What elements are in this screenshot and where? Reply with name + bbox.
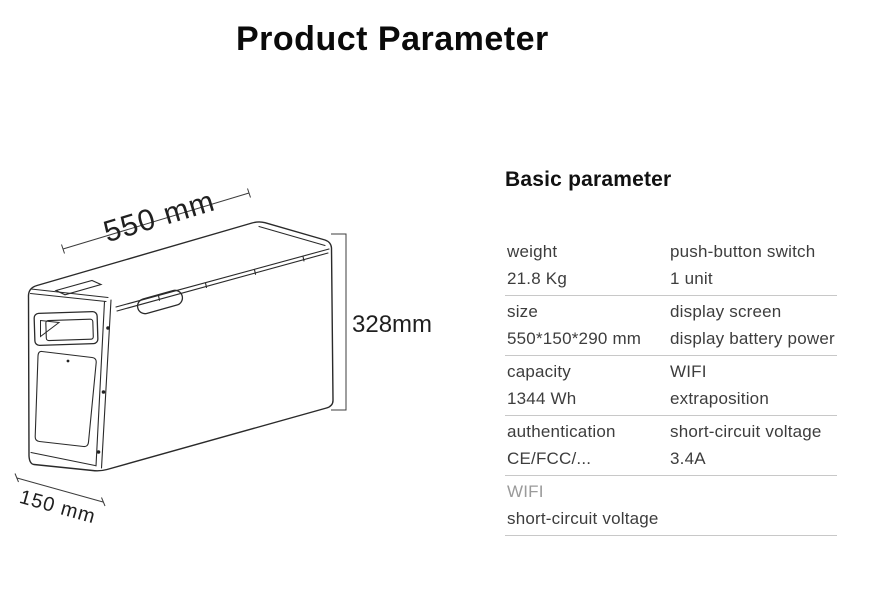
- param-value: display battery power: [670, 329, 835, 348]
- param-value: short-circuit voltage: [507, 509, 659, 528]
- param-label: WIFI: [507, 482, 544, 501]
- dimension-depth-label: 150 mm: [17, 486, 98, 528]
- panel-heading: Basic parameter: [505, 168, 672, 191]
- param-value: [668, 505, 837, 532]
- param-section-capacity: capacity WIFI 1344 Wh extraposition: [505, 356, 837, 416]
- param-label: weight: [507, 242, 558, 261]
- param-label: short-circuit voltage: [670, 422, 822, 441]
- param-label: [668, 478, 837, 505]
- parameter-table: weight push-button switch 21.8 Kg 1 unit…: [505, 236, 837, 536]
- param-value: 21.8 Kg: [507, 269, 568, 288]
- param-section-weight: weight push-button switch 21.8 Kg 1 unit: [505, 236, 837, 296]
- param-label: display screen: [670, 302, 782, 321]
- param-value: CE/FCC/...: [507, 449, 592, 468]
- param-value: 550*150*290 mm: [507, 329, 642, 348]
- box-outline: [27, 221, 334, 472]
- param-section-wifi: WIFI short-circuit voltage: [505, 476, 837, 536]
- handle-slot: [136, 289, 184, 315]
- battery-box-drawing: 550 mm 328mm 150 mm: [14, 185, 432, 528]
- param-value: 3.4A: [670, 449, 706, 468]
- param-section-authentication: authentication short-circuit voltage CE/…: [505, 416, 837, 476]
- param-value: 1 unit: [670, 269, 713, 288]
- basic-parameter-panel: Basic parameter weight push-button switc…: [505, 168, 837, 536]
- param-label: authentication: [507, 422, 616, 441]
- dimension-height-label: 328mm: [352, 311, 432, 338]
- dimension-length-label: 550 mm: [100, 185, 219, 249]
- page-title: Product Parameter: [236, 20, 549, 58]
- param-section-size: size display screen 550*150*290 mm displ…: [505, 296, 837, 356]
- param-value: extraposition: [670, 389, 769, 408]
- top-label-sticker: [54, 279, 103, 296]
- service-panel: [34, 350, 97, 448]
- param-label: capacity: [507, 362, 571, 381]
- product-illustration: 550 mm 328mm 150 mm: [0, 180, 460, 530]
- param-value: 1344 Wh: [507, 389, 577, 408]
- box-edges: [29, 225, 330, 469]
- dimension-depth: 150 mm: [14, 473, 106, 528]
- param-label: WIFI: [670, 362, 707, 381]
- dimension-length: 550 mm: [61, 185, 251, 254]
- edge-screws: [96, 326, 110, 454]
- param-label: push-button switch: [670, 242, 816, 261]
- display-screen: [33, 311, 99, 346]
- param-label: size: [507, 302, 539, 321]
- dimension-height: 328mm: [331, 233, 432, 411]
